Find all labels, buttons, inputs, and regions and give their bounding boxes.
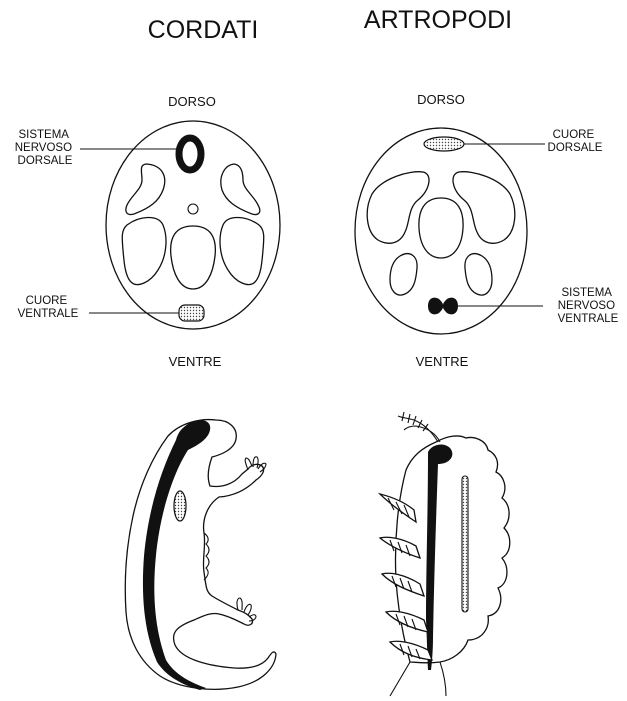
arthropod-animal-illustration [380,412,510,696]
title-cordati: CORDATI [148,16,259,44]
arthropod-tail [390,662,446,696]
callout-cuore-ventrale: CUORE VENTRALE [18,295,79,320]
arthropod-dorso-label: DORSO [417,92,465,107]
arthropod-antenna-upper [398,416,438,442]
chordate-gut [171,226,216,289]
dorsal-heart [424,137,464,151]
chordate-body-heart [174,491,186,521]
chordate-lower-left-lobe [122,217,166,284]
ventral-heart [179,305,204,321]
title-artropodi: ARTROPODI [364,6,512,34]
chordate-upper-left-lobe [126,164,165,215]
chordate-body-outline [106,121,280,329]
chordate-dorso-label: DORSO [168,94,216,109]
arthropod-gut [419,198,463,258]
chordate-animal-illustration [125,420,276,690]
callout-sistema-nervoso-ventrale: SISTEMA NERVOSO VENTRALE [558,287,619,325]
callout-sistema-nervoso-dorsale: SISTEMA NERVOSO DORSALE [15,129,76,167]
arthropod-lower-right-lobe [465,254,492,295]
arthropod-cross-section: DORSO CUORE DORSALE SISTEMA NERVOSO VENT… [355,92,619,369]
arthropod-ventre-label: VENTRE [416,354,469,369]
callout-cuore-dorsale: CUORE DORSALE [548,129,603,154]
chordate-upper-right-lobe [221,164,260,215]
arthropod-lower-left-lobe [390,254,417,295]
chordate-lower-right-lobe [220,217,264,284]
notochord [188,204,198,214]
arthropod-body-heart [462,476,468,612]
arthropod-antenna-lower [404,426,440,442]
chordate-cross-section: DORSO SISTEMA NERVOSO DORSALE CUORE VENT… [15,94,280,369]
dorsal-nerve-cord [179,138,201,170]
chordate-ventre-label: VENTRE [169,354,222,369]
ventral-nerve-cord [428,298,458,315]
